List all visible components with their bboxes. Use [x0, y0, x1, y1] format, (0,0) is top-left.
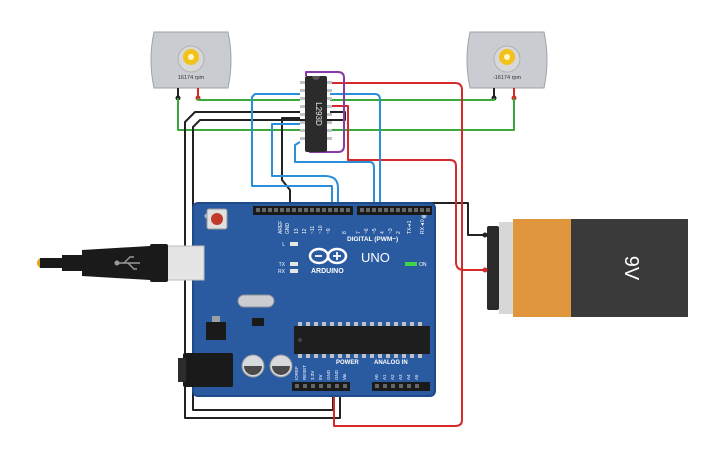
wire-red[interactable]: [330, 105, 485, 271]
wire-blue[interactable]: [294, 141, 375, 208]
svg-text:13: 13: [294, 228, 300, 234]
wire-blue[interactable]: [251, 93, 333, 208]
dc-power-jack: [178, 353, 233, 387]
status-leds: L TX RX: [278, 242, 298, 275]
capacitors: [241, 354, 293, 378]
svg-text:A5: A5: [414, 374, 419, 380]
svg-text:~9: ~9: [326, 228, 332, 234]
wire-purple[interactable]: [305, 71, 345, 153]
wire-green[interactable]: [197, 98, 300, 101]
svg-text:~10: ~10: [318, 225, 324, 234]
battery-terminal-pos[interactable]: [482, 267, 488, 273]
battery-terminal-neg[interactable]: [482, 232, 488, 238]
svg-text:GND: GND: [285, 223, 291, 235]
motor-left[interactable]: 16174 rpm: [150, 31, 232, 101]
crystal-oscillator: [237, 294, 275, 308]
svg-text:IOREF: IOREF: [294, 366, 299, 380]
wire-green[interactable]: [330, 98, 495, 101]
wire-green[interactable]: [330, 98, 515, 131]
svg-text:2: 2: [396, 231, 402, 234]
svg-text:~5: ~5: [372, 228, 378, 234]
digital-header[interactable]: [253, 206, 432, 215]
analog-header-label: ANALOG IN: [374, 360, 408, 366]
gear-icon: [183, 49, 199, 65]
svg-text:5V: 5V: [318, 374, 323, 380]
driver-ic-label: L293D: [314, 102, 323, 126]
svg-text:A1: A1: [382, 374, 387, 380]
wire-green[interactable]: [177, 98, 300, 131]
svg-text:4: 4: [380, 231, 386, 234]
svg-text:RESET: RESET: [302, 365, 307, 380]
power-led: ON: [405, 262, 427, 268]
wire-blue[interactable]: [271, 123, 339, 208]
svg-text:A2: A2: [390, 374, 395, 380]
svg-text:3.3V: 3.3V: [310, 371, 315, 380]
reset-button[interactable]: [206, 208, 228, 230]
svg-text:TX: TX: [279, 262, 286, 268]
svg-text:A4: A4: [406, 374, 411, 380]
svg-text:A0: A0: [374, 374, 379, 380]
svg-text:TX➔1: TX➔1: [407, 220, 413, 234]
arduino-board[interactable]: AREF GND 13 12 ~11 ~10 ~9 8 7 ~6 ~5 4 ~3…: [178, 202, 436, 397]
power-header[interactable]: [292, 382, 430, 391]
arduino-brand: ARDUINO: [311, 268, 344, 275]
wire-red[interactable]: [330, 82, 463, 427]
svg-text:12: 12: [302, 228, 308, 234]
driver-ic[interactable]: L293D: [300, 76, 332, 152]
wire-blue[interactable]: [330, 93, 381, 208]
gear-icon: [499, 49, 515, 65]
usb-cable[interactable]: [37, 244, 205, 282]
svg-text:~11: ~11: [310, 226, 316, 234]
usb-icon: [114, 256, 140, 270]
svg-text:RX: RX: [278, 269, 286, 275]
svg-text:ON: ON: [419, 262, 427, 268]
power-pin-labels: IOREF RESET 3.3V 5V GND GND Vin: [294, 365, 347, 380]
svg-text:L: L: [282, 242, 285, 248]
power-header-label: POWER: [336, 360, 359, 366]
motor-right[interactable]: -16174 rpm: [466, 31, 548, 101]
svg-text:RX◄0: RX◄0: [420, 219, 426, 234]
digital-header-label: DIGITAL (PWM~): [347, 236, 398, 243]
motor-left-rpm: 16174 rpm: [178, 75, 205, 81]
svg-text:~3: ~3: [388, 228, 394, 234]
svg-text:GND: GND: [326, 369, 331, 380]
wire-black[interactable]: [429, 202, 485, 236]
arduino-model: UNO: [361, 250, 390, 265]
svg-text:GND: GND: [334, 369, 339, 380]
atmega-chip: [294, 322, 430, 358]
battery-label: 9V: [620, 256, 642, 281]
voltage-regulator: [206, 322, 226, 340]
analog-pin-labels: A0 A1 A2 A3 A4 A5: [374, 374, 419, 380]
motor-right-rpm: -16174 rpm: [493, 75, 522, 81]
svg-text:8: 8: [342, 231, 348, 234]
wire-black[interactable]: [281, 117, 300, 208]
svg-text:7: 7: [356, 231, 362, 234]
svg-text:Vin: Vin: [342, 373, 347, 380]
svg-text:AREF: AREF: [278, 221, 284, 234]
svg-text:~6: ~6: [364, 228, 370, 234]
battery-9v[interactable]: 9V: [482, 219, 689, 317]
arduino-logo-icon: [308, 247, 348, 265]
digital-pin-labels: AREF GND 13 12 ~11 ~10 ~9 8 7 ~6 ~5 4 ~3…: [278, 219, 426, 234]
svg-text:A3: A3: [398, 374, 403, 380]
